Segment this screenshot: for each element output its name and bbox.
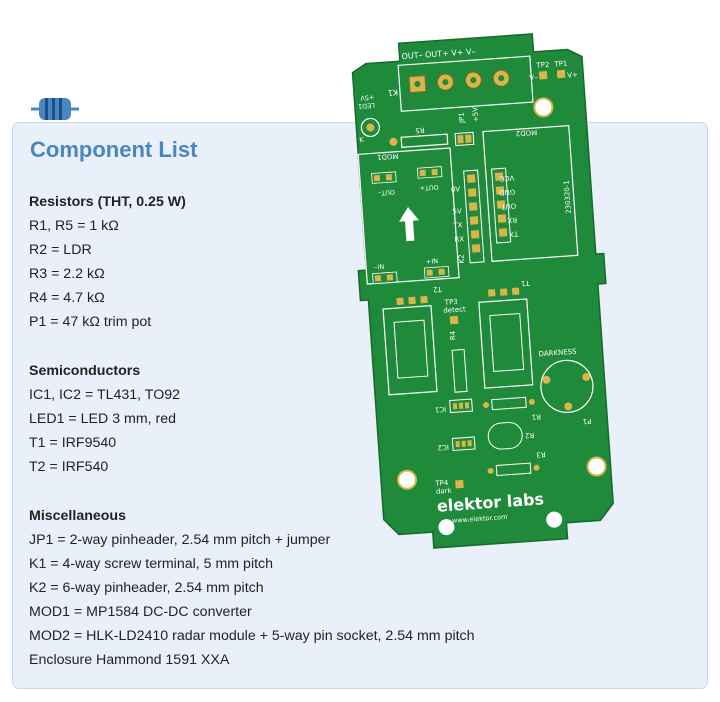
- k2-pin-0v: 0V: [451, 185, 461, 194]
- k2-pin-rx: RX: [454, 235, 464, 244]
- tp3-label: TP3: [444, 298, 458, 307]
- section-heading: Semiconductors: [29, 363, 141, 379]
- r3-label: R3: [536, 450, 546, 459]
- list-item: IC1, IC2 = TL431, TO92: [29, 387, 181, 403]
- k2-label: K2: [457, 254, 466, 264]
- v-plus-label: V+: [567, 71, 578, 80]
- r2-label: R2: [525, 431, 535, 440]
- led-5v-label: +5V: [359, 93, 374, 102]
- list-item: T2 = IRF540: [29, 459, 109, 475]
- in-plus-label: +IN: [426, 257, 439, 266]
- in-minus-label: –IN: [374, 263, 385, 272]
- list-item: MOD1 = MP1584 DC-DC converter: [29, 604, 252, 620]
- r5-label: R5: [415, 126, 425, 135]
- section-miscellaneous: Miscellaneous JP1 = 2-way pinheader, 2.5…: [29, 504, 549, 648]
- k2-pin-tx: TX: [452, 221, 463, 230]
- ic2-label: IC2: [437, 443, 449, 452]
- board-id-label: 230320-1: [563, 180, 573, 214]
- pcb-outline: [351, 33, 614, 549]
- list-item: LED1 = LED 3 mm, red: [29, 411, 177, 427]
- detect-label: detect: [443, 305, 466, 315]
- list-item: K2 = 6-way pinheader, 2.54 mm pitch: [29, 580, 264, 596]
- mod2-pin-tx: TX: [509, 229, 520, 238]
- led-k-label: K: [359, 136, 365, 144]
- section-heading: Resistors (THT, 0.25 W): [29, 194, 186, 210]
- arrow-up-icon: [399, 207, 419, 242]
- mod2-pin-rx: RX: [507, 215, 517, 224]
- url-label: www.elektor.com: [452, 513, 508, 525]
- section-resistors: Resistors (THT, 0.25 W) R1, R5 = 1 kΩ R2…: [29, 190, 549, 334]
- list-item: R1, R5 = 1 kΩ: [29, 218, 119, 234]
- t2-label: T2: [433, 285, 443, 294]
- list-item-enclosure: Enclosure Hammond 1591 XXA: [29, 652, 230, 668]
- list-item: R3 = 2.2 kΩ: [29, 266, 105, 282]
- t1-label: T1: [521, 279, 531, 288]
- mod2-pin-gnd: GND: [499, 188, 516, 197]
- mod2-label: MOD2: [515, 128, 537, 137]
- led1-label: LED1: [358, 101, 375, 110]
- pcb-board-image: OUT– OUT+ V+ V– K1 TP2 TP1 V– V+ LED1 +5…: [351, 33, 614, 549]
- tp2-label: TP2: [535, 61, 549, 70]
- list-item: P1 = 47 kΩ trim pot: [29, 314, 152, 330]
- section-heading: Miscellaneous: [29, 508, 126, 524]
- r1-label: R1: [531, 412, 541, 421]
- out-minus-label: OUT–: [378, 188, 396, 197]
- resistor-icon: [31, 98, 79, 120]
- list-item: R4 = 4.7 kΩ: [29, 290, 105, 306]
- list-item: R2 = LDR: [29, 242, 92, 258]
- tp1-label: TP1: [553, 60, 567, 69]
- tp4-label: TP4: [434, 479, 449, 488]
- k1-label: K1: [387, 87, 398, 97]
- dark-label: dark: [436, 487, 453, 496]
- mod2-pin-vcc: VCC: [499, 174, 514, 183]
- r4-label: R4: [449, 330, 458, 340]
- mod1-label: MOD1: [377, 152, 399, 161]
- jp1-5v-label: +5V: [471, 106, 480, 122]
- v-minus-label: V–: [529, 74, 538, 83]
- list-item: T1 = IRF9540: [29, 435, 117, 451]
- k2-pin-5v: 5V: [452, 207, 462, 216]
- list-item: JP1 = 2-way pinheader, 2.54 mm pitch + j…: [29, 532, 331, 548]
- p1-label: P1: [582, 417, 591, 426]
- list-item: K1 = 4-way screw terminal, 5 mm pitch: [29, 556, 274, 572]
- list-item: MOD2 = HLK-LD2410 radar module + 5-way p…: [29, 628, 475, 644]
- section-semiconductors: Semiconductors IC1, IC2 = TL431, TO92 LE…: [29, 359, 549, 479]
- component-list: Resistors (THT, 0.25 W) R1, R5 = 1 kΩ R2…: [29, 190, 549, 672]
- out-plus-label: OUT+: [419, 183, 439, 192]
- jp1-label: JP1: [458, 112, 467, 124]
- page-title: Component List: [30, 137, 198, 162]
- ic1-label: IC1: [435, 405, 447, 414]
- darkness-label: DARKNESS: [538, 348, 577, 359]
- mod2-pin-out: OUT: [500, 201, 516, 210]
